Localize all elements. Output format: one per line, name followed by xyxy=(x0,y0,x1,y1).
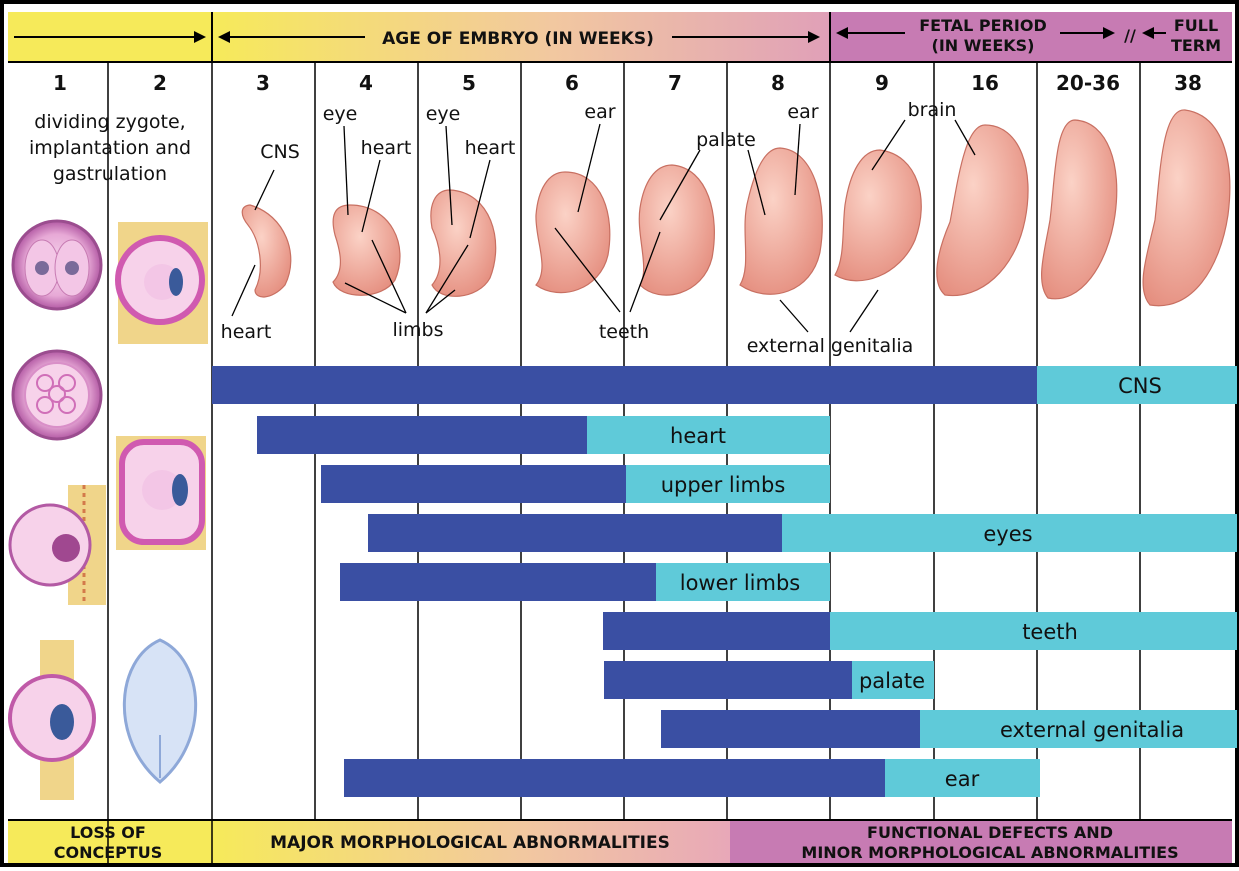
bar-row-teeth: teeth xyxy=(603,612,1237,650)
bar-external-genitalia-label: external genitalia xyxy=(1000,718,1184,742)
week-7: 7 xyxy=(668,71,682,95)
bar-ear-major xyxy=(344,759,885,797)
week-1: 1 xyxy=(53,71,67,95)
bar-row-lower-limbs: lower limbs xyxy=(340,563,830,601)
label-ear-week8: ear xyxy=(787,101,818,123)
full-term-label-2: TERM xyxy=(1171,36,1221,55)
week-20-36: 20-36 xyxy=(1056,71,1120,95)
bar-lower-limbs-major xyxy=(340,563,656,601)
week-38: 38 xyxy=(1174,71,1202,95)
bar-palate-major xyxy=(604,661,852,699)
label-heart-week3: heart xyxy=(221,321,272,343)
week-8: 8 xyxy=(771,71,785,95)
bar-eyes-major xyxy=(368,514,782,552)
label-eye-week5: eye xyxy=(426,103,461,125)
full-term-label-1: FULL xyxy=(1174,16,1218,35)
zygote-two-cell-image xyxy=(13,221,101,309)
label-ear-week6: ear xyxy=(584,101,615,123)
label-brain: brain xyxy=(908,99,957,121)
label-heart-week5: heart xyxy=(465,137,516,159)
label-eye-week4: eye xyxy=(323,103,358,125)
label-limbs: limbs xyxy=(392,319,443,341)
break-mark: // xyxy=(1124,26,1136,45)
bar-lower-limbs-label: lower limbs xyxy=(680,571,800,595)
footer-major-label: MAJOR MORPHOLOGICAL ABNORMALITIES xyxy=(270,833,670,853)
embryo-week-7-image xyxy=(639,165,714,295)
fetal-period-label: FETAL PERIOD xyxy=(919,16,1047,35)
bar-heart-major xyxy=(257,416,587,454)
bar-cns-label: CNS xyxy=(1118,374,1162,398)
bar-external-genitalia-major xyxy=(661,710,920,748)
label-heart-week4: heart xyxy=(361,137,412,159)
bar-heart-label: heart xyxy=(670,424,726,448)
bar-upper-limbs-label: upper limbs xyxy=(661,473,786,497)
week-6: 6 xyxy=(565,71,579,95)
week-9: 9 xyxy=(875,71,889,95)
bar-row-heart: heart xyxy=(257,416,830,454)
bar-row-upper-limbs: upper limbs xyxy=(321,465,830,503)
bar-eyes-label: eyes xyxy=(983,522,1032,546)
bar-cns-major xyxy=(212,366,1037,404)
early-text-line-3: gastrulation xyxy=(53,163,167,185)
footer-row: LOSS OF CONCEPTUS MAJOR MORPHOLOGICAL AB… xyxy=(8,820,1232,863)
week-2: 2 xyxy=(153,71,167,95)
age-of-embryo-label: AGE OF EMBRYO (IN WEEKS) xyxy=(382,29,654,49)
bar-row-external-genitalia: external genitalia xyxy=(661,710,1237,748)
week-3: 3 xyxy=(256,71,270,95)
bar-row-palate: palate xyxy=(604,661,934,699)
embryo-week-6-image xyxy=(536,172,610,293)
early-text-line-2: implantation and xyxy=(29,137,191,159)
early-development-text: dividing zygote, implantation and gastru… xyxy=(29,111,191,185)
bar-palate-label: palate xyxy=(859,669,925,693)
bar-teeth-major xyxy=(603,612,830,650)
bilaminar-disc-image-2 xyxy=(116,436,206,550)
bar-ear-label: ear xyxy=(945,767,980,791)
bilaminar-disc-image-1 xyxy=(118,222,208,344)
label-external-genitalia: external genitalia xyxy=(747,335,914,357)
bar-row-cns: CNS xyxy=(212,366,1237,404)
bar-teeth-label: teeth xyxy=(1022,620,1078,644)
bar-row-eyes: eyes xyxy=(368,514,1237,552)
label-palate: palate xyxy=(696,129,756,151)
week-16: 16 xyxy=(971,71,999,95)
bar-upper-limbs-major xyxy=(321,465,626,503)
early-text-line-1: dividing zygote, xyxy=(34,111,185,133)
footer-loss-line-2: CONCEPTUS xyxy=(54,843,163,862)
footer-functional-line-2: MINOR MORPHOLOGICAL ABNORMALITIES xyxy=(801,843,1178,862)
week-4: 4 xyxy=(359,71,373,95)
footer-functional-line-1: FUNCTIONAL DEFECTS AND xyxy=(867,823,1113,842)
bar-row-ear: ear xyxy=(344,759,1040,797)
label-teeth: teeth xyxy=(599,321,649,343)
morula-image xyxy=(13,351,101,439)
fetal-weeks-label: (IN WEEKS) xyxy=(932,36,1035,55)
week-5: 5 xyxy=(462,71,476,95)
header-row: AGE OF EMBRYO (IN WEEKS) FETAL PERIOD (I… xyxy=(8,12,1232,62)
footer-loss-line-1: LOSS OF xyxy=(70,823,146,842)
label-cns: CNS xyxy=(260,141,300,163)
